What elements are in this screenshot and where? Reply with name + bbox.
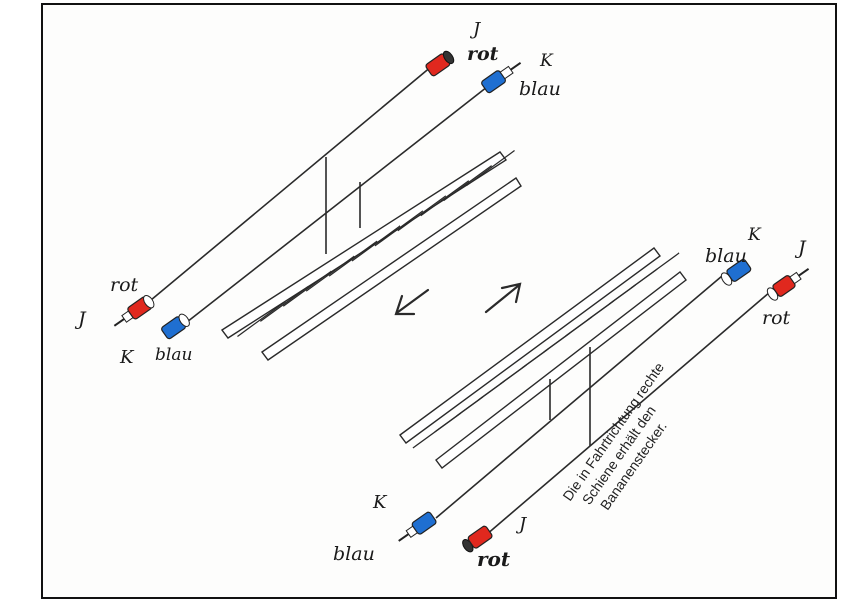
drawing-frame: [41, 3, 837, 599]
rail-tie: [420, 180, 470, 217]
label-left-rot: rot: [110, 274, 139, 296]
label-right-blau: blau: [705, 245, 747, 267]
label-left-blau: blau: [155, 345, 192, 365]
banana-plug-icon-bottom-red: [462, 525, 493, 553]
label-right-k: K: [747, 225, 762, 245]
rail-tie: [351, 225, 401, 262]
instruction-note: Die in Fahrtrichtung rechte Schiene erhä…: [559, 359, 669, 513]
label-top-rot: rot: [467, 43, 499, 65]
label-bottom-k: K: [372, 492, 388, 513]
rail-tie: [282, 270, 332, 307]
banana-plug-icon-bottom-blue: [398, 511, 437, 542]
rail-tie: [374, 210, 424, 247]
label-left-k: K: [119, 347, 135, 368]
rail-tie: [260, 285, 309, 322]
rail-tie: [466, 150, 515, 187]
label-right-rot: rot: [762, 307, 791, 329]
direction-arrow-icon-right: [484, 282, 522, 314]
label-top-blau: blau: [519, 78, 561, 100]
wires: [144, 65, 771, 536]
label-top-j: J: [469, 19, 482, 40]
banana-plug-icon-right-red: [766, 267, 810, 301]
rail-track-upper: [220, 150, 522, 361]
banana-plug-icon-right-blue: [720, 258, 752, 286]
banana-plug-icon-left-red: [113, 294, 155, 327]
rail-tie: [630, 252, 680, 289]
label-bottom-j: J: [515, 514, 528, 535]
label-right-j: J: [794, 237, 807, 259]
rail-tie: [328, 240, 378, 277]
banana-plug-icon-left-blue: [161, 313, 190, 340]
rail-tie: [305, 255, 355, 292]
rail-tie: [397, 195, 447, 232]
rail-tie: [443, 165, 492, 202]
rail-track-lower: [399, 247, 687, 469]
direction-arrow-icon-left: [394, 288, 430, 316]
label-top-k: K: [539, 51, 554, 71]
label-bottom-rot: rot: [477, 547, 511, 571]
banana-plug-icon-top-red: [425, 50, 455, 77]
label-left-j: J: [74, 308, 87, 330]
label-bottom-blau: blau: [333, 543, 375, 565]
rail-tie: [237, 300, 286, 337]
banana-plug-icon-top-blue: [481, 61, 522, 94]
